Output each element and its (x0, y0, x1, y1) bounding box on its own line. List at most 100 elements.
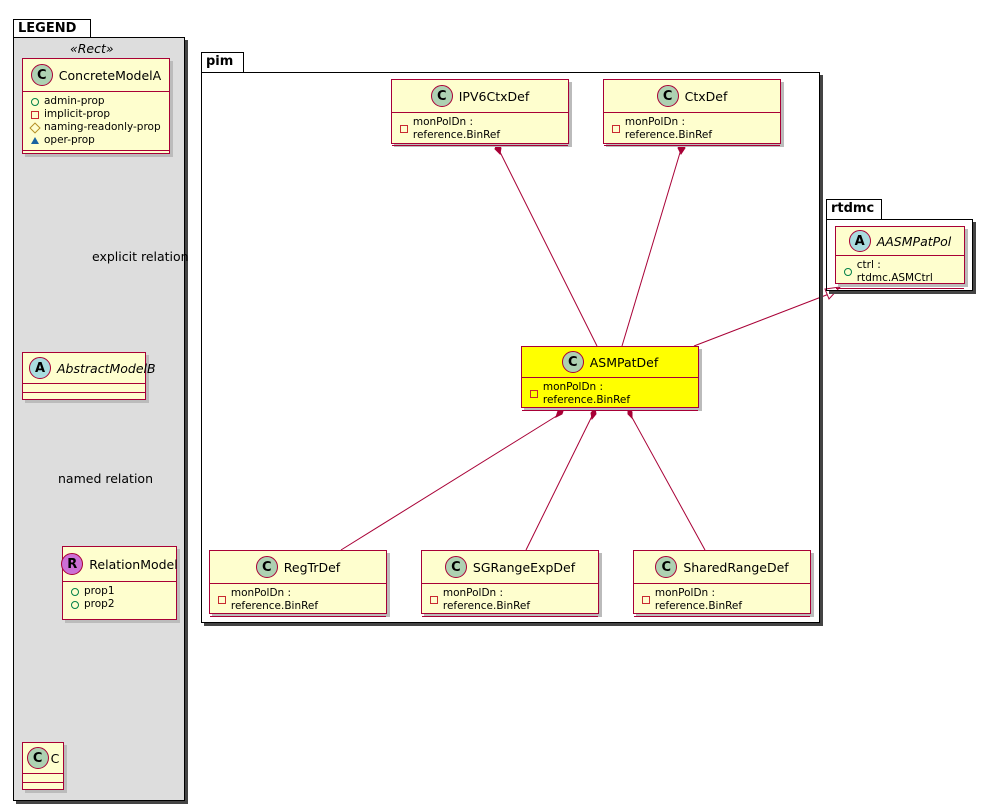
public-icon (31, 97, 39, 106)
class-r-icon: R (61, 553, 84, 575)
class-attributes: prop1 prop2 (63, 582, 176, 614)
class-name: CtxDef (684, 88, 728, 104)
inheritance-line (693, 293, 830, 347)
legend-package (13, 37, 185, 801)
attr-row: implicit-prop (31, 108, 161, 121)
relation-model-class[interactable]: R RelationModel prop1 prop2 (61, 546, 178, 620)
class-header: C ASMPatDef (522, 347, 698, 378)
attr-text: monPolDn : reference.BinRef (542, 381, 631, 406)
class-header: C ConcreteModelA (23, 59, 169, 92)
class-a-icon: A (848, 230, 871, 252)
private-icon (430, 596, 438, 604)
named-relation-label: named relation (58, 471, 153, 486)
c-class[interactable]: C C (22, 742, 64, 790)
class-a-icon: A (29, 357, 51, 379)
class-header: A AASMPatPol (836, 227, 964, 256)
package-visibility-icon (31, 137, 39, 144)
attr-row: monPolDn : reference.BinRef (530, 381, 690, 407)
attr-text: monPolDn : reference.BinRef (654, 587, 743, 612)
rtdmc-package-tab: rtdmc (826, 199, 882, 220)
class-attributes: monPolDn : reference.BinRef (392, 113, 568, 146)
pim-package (201, 72, 820, 623)
protected-icon (29, 121, 41, 134)
class-name: SharedRangeDef (683, 559, 789, 575)
class-header: C RegTrDef (210, 551, 386, 584)
class-attributes: ctrl : rtdmc.ASMCtrl (836, 256, 964, 289)
class-c-icon: C (561, 351, 584, 373)
attr-text: implicit-prop (44, 108, 111, 120)
asm-pat-def-class[interactable]: C ASMPatDef monPolDn : reference.BinRef (521, 346, 699, 411)
class-attributes (23, 384, 145, 393)
rtdmc-package-name: rtdmc (831, 201, 875, 216)
ctx-def-class[interactable]: C CtxDef monPolDn : reference.BinRef (603, 79, 781, 146)
class-c-icon: C (30, 64, 53, 86)
attr-row: oper-prop (31, 134, 161, 147)
class-name: C (50, 750, 60, 766)
asm-regtr-composition-line (340, 411, 564, 551)
attr-text: prop2 (84, 598, 115, 610)
public-icon (71, 600, 79, 609)
public-icon (71, 587, 79, 596)
attr-row: prop2 (71, 598, 168, 611)
class-attributes: monPolDn : reference.BinRef (634, 584, 810, 617)
private-icon (31, 110, 39, 119)
aasm-pat-pol-class[interactable]: A AASMPatPol ctrl : rtdmc.ASMCtrl (835, 226, 965, 289)
attr-row: monPolDn : reference.BinRef (612, 116, 772, 142)
private-icon (642, 596, 650, 604)
legend-package-tab: LEGEND (13, 19, 91, 38)
attr-text: naming-readonly-prop (44, 121, 161, 133)
class-attributes (23, 774, 63, 783)
attr-row: prop1 (71, 585, 168, 598)
class-c-icon: C (255, 556, 278, 578)
class-name: AASMPatPol (876, 233, 952, 249)
public-icon (844, 268, 852, 276)
attr-text: monPolDn : reference.BinRef (412, 116, 501, 141)
class-header: C SharedRangeDef (634, 551, 810, 584)
private-icon (530, 390, 538, 398)
ipv6-asm-composition-line (496, 145, 598, 347)
class-name: AbstractModelB (57, 360, 156, 376)
attr-text: monPolDn : reference.BinRef (230, 587, 319, 612)
attr-row: naming-readonly-prop (29, 121, 161, 134)
class-name: ConcreteModelA (58, 67, 162, 83)
attr-text: monPolDn : reference.BinRef (624, 116, 713, 141)
attr-text: prop1 (84, 585, 115, 597)
class-c-icon: C (444, 556, 467, 578)
pim-package-name: pim (206, 54, 234, 69)
class-attributes: admin-prop implicit-prop naming-readonly… (23, 92, 169, 151)
class-header: C IPV6CtxDef (392, 80, 568, 113)
asm-sgrange-composition-line (525, 411, 595, 551)
class-attributes: monPolDn : reference.BinRef (604, 113, 780, 146)
attr-row: ctrl : rtdmc.ASMCtrl (844, 259, 956, 285)
class-c-icon: C (655, 556, 678, 578)
class-name: ASMPatDef (589, 354, 659, 370)
class-header: C SGRangeExpDef (422, 551, 598, 584)
attr-row: admin-prop (31, 95, 161, 108)
ipv6-ctx-def-class[interactable]: C IPV6CtxDef monPolDn : reference.BinRef (391, 79, 569, 146)
class-c-icon: C (26, 747, 49, 769)
legend-stereotype: «Rect» (70, 41, 114, 56)
reg-tr-def-class[interactable]: C RegTrDef monPolDn : reference.BinRef (209, 550, 387, 617)
rtdmc-package (826, 219, 973, 291)
class-attributes: monPolDn : reference.BinRef (522, 378, 698, 411)
ctx-asm-composition-line (621, 145, 683, 347)
class-header: C CtxDef (604, 80, 780, 113)
class-attributes: monPolDn : reference.BinRef (210, 584, 386, 617)
asm-shared-composition-line (628, 411, 706, 551)
attr-row: monPolDn : reference.BinRef (430, 587, 590, 613)
class-name: RegTrDef (283, 559, 341, 575)
attr-row: monPolDn : reference.BinRef (400, 116, 560, 142)
concrete-model-a-class[interactable]: C ConcreteModelA admin-prop implicit-pro… (22, 58, 170, 154)
class-name: IPV6CtxDef (458, 88, 530, 104)
class-attributes: monPolDn : reference.BinRef (422, 584, 598, 617)
private-icon (612, 125, 620, 133)
abstract-model-b-class[interactable]: A AbstractModelB (22, 352, 156, 400)
sg-range-exp-def-class[interactable]: C SGRangeExpDef monPolDn : reference.Bin… (421, 550, 599, 617)
shared-range-def-class[interactable]: C SharedRangeDef monPolDn : reference.Bi… (633, 550, 811, 617)
class-name: RelationModel (89, 556, 178, 572)
explicit-relation-label: explicit relation (92, 249, 189, 264)
class-name: SGRangeExpDef (472, 559, 576, 575)
attr-row: monPolDn : reference.BinRef (218, 587, 378, 613)
pim-package-tab: pim (201, 52, 244, 73)
class-header: C C (23, 743, 63, 774)
